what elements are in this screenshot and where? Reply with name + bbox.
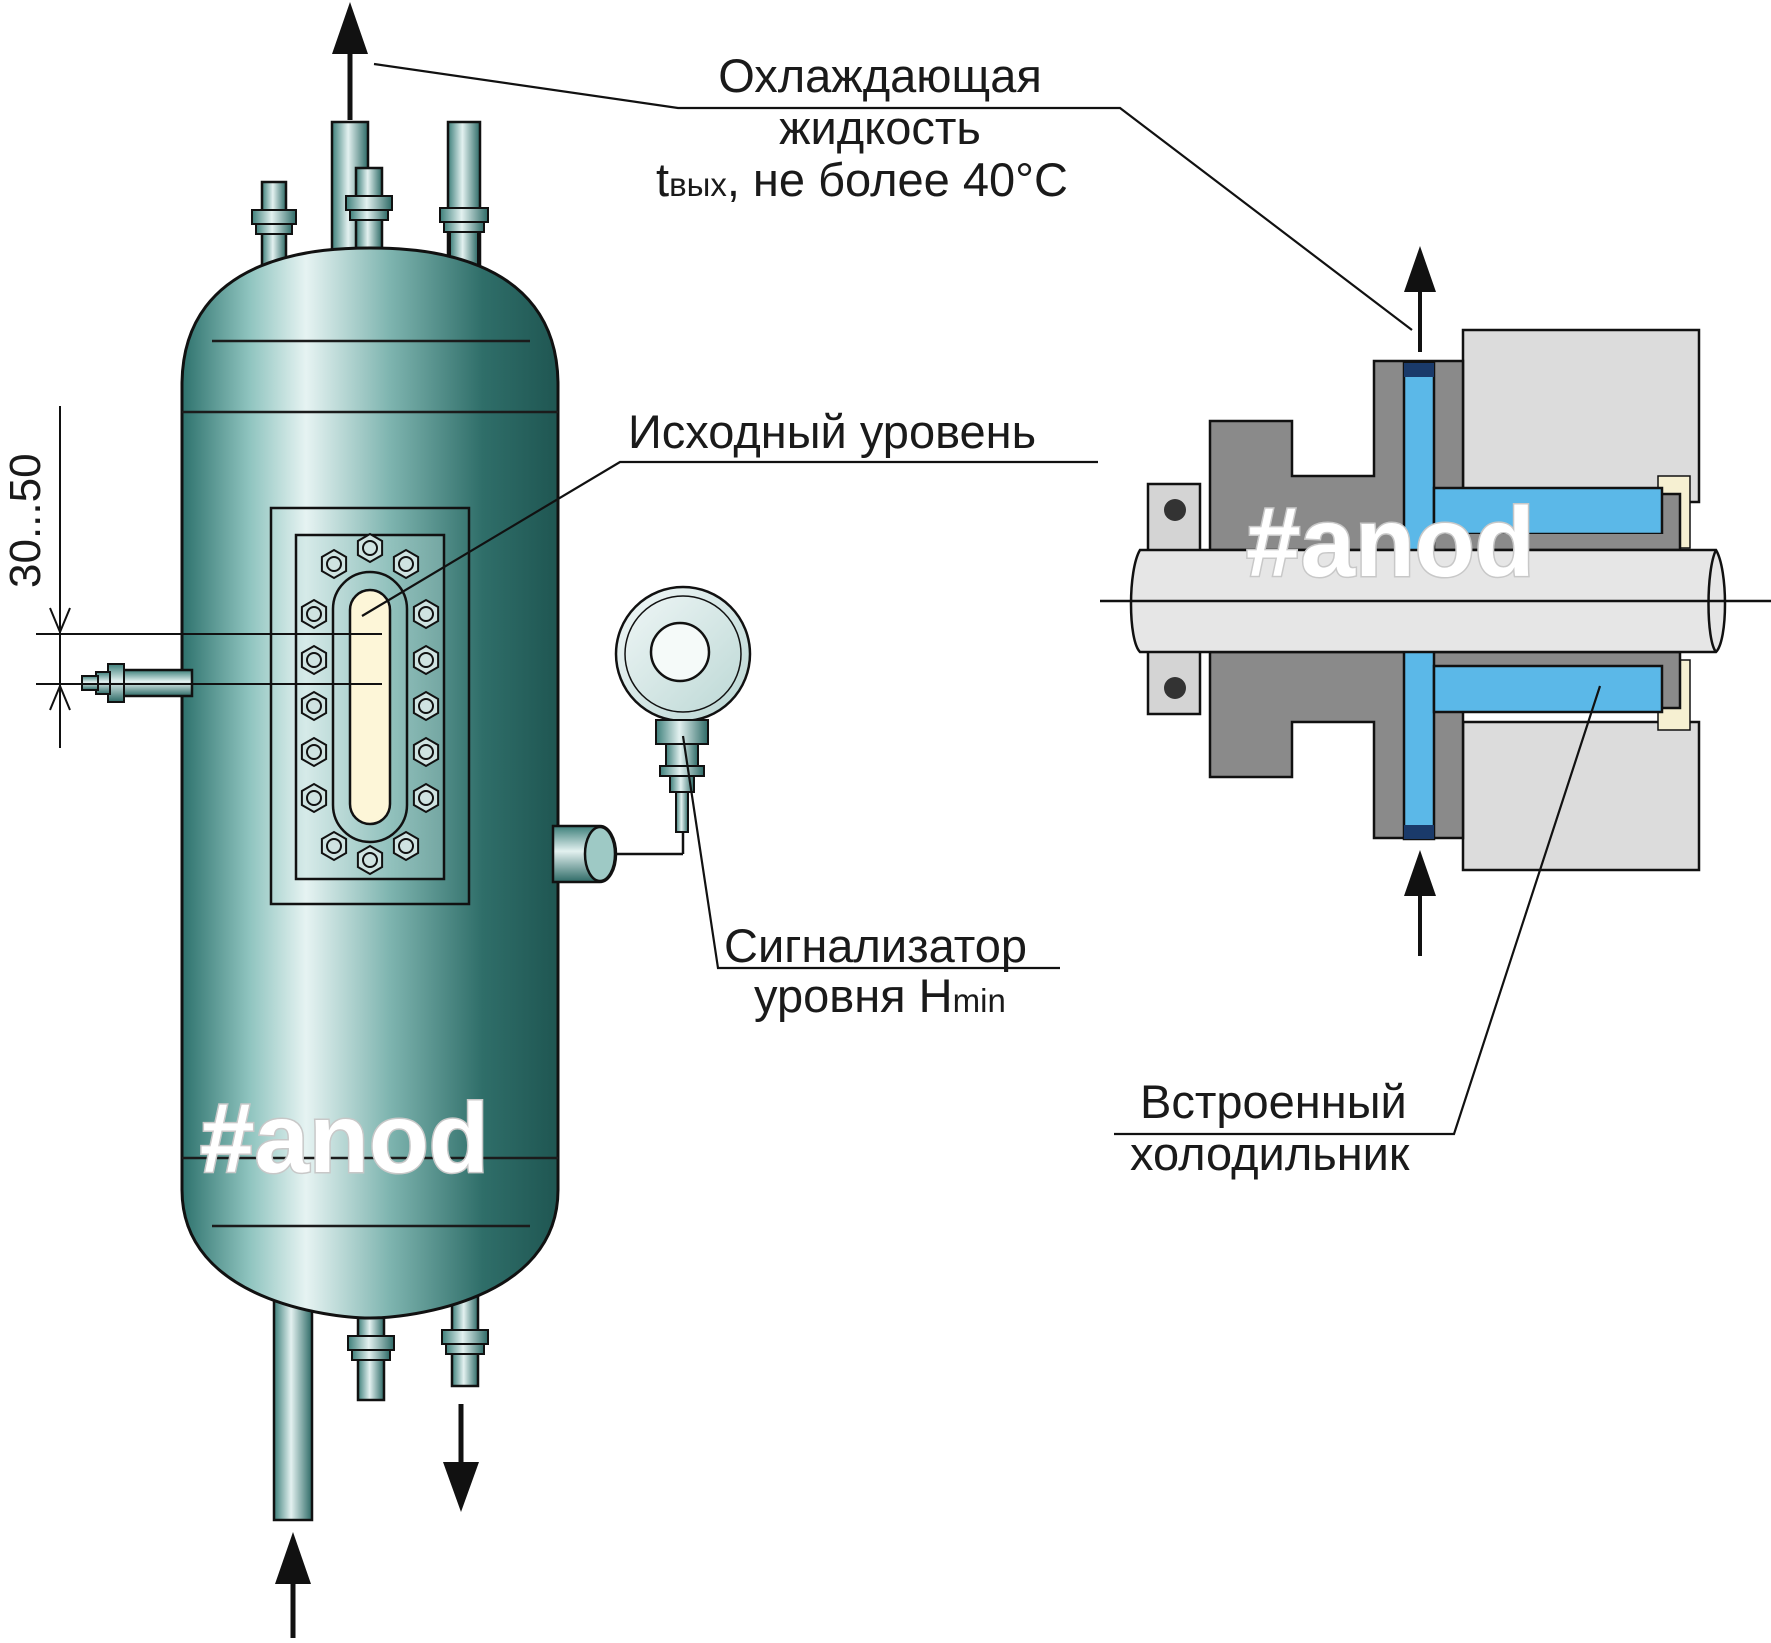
bolt-hole <box>398 838 414 854</box>
leader-lines <box>361 62 1602 1136</box>
bolt-hex <box>356 844 384 876</box>
bolt-hole <box>306 606 322 622</box>
signaler-sub: min <box>953 982 1006 1019</box>
tank-assembly: 30...50 <box>1 2 752 1638</box>
level-dimension: 30...50 <box>1 406 382 748</box>
coolant-rest: , не более 40°С <box>727 153 1068 206</box>
signaler-label-line1: Сигнализатор <box>724 919 1027 972</box>
bolt-hole <box>418 606 434 622</box>
coolant-t-sub: вых <box>669 166 727 203</box>
bolt-hole <box>362 540 378 556</box>
cooler-label-line1: Встроенный <box>1140 1075 1407 1128</box>
bolt-hex <box>412 644 440 676</box>
bolt-hex <box>300 736 328 768</box>
coolant-label-line3: tвых, не более 40°С <box>656 153 1068 206</box>
dimension-label: 30...50 <box>1 453 50 588</box>
bolt-hole <box>398 556 414 572</box>
right-nozzle <box>551 824 685 884</box>
bolt-hole <box>418 652 434 668</box>
bolt-hole <box>418 744 434 760</box>
bolt-hex <box>412 782 440 814</box>
bolt-hole <box>362 852 378 868</box>
watermark-right: #anod <box>1246 487 1535 597</box>
signaler-h: уровня H <box>754 969 953 1022</box>
bolt-hole <box>306 744 322 760</box>
bolt-hex <box>300 782 328 814</box>
bolt-hole <box>306 790 322 806</box>
bolt-hex <box>392 830 420 862</box>
coolant-label-line1: Охлаждающая <box>718 49 1042 102</box>
bolt-hex <box>392 548 420 580</box>
top-nozzles <box>251 120 489 280</box>
bolt-hole <box>418 698 434 714</box>
bolt-hex <box>300 644 328 676</box>
bolt-hex <box>320 548 348 580</box>
seal-section <box>1100 246 1771 956</box>
flange-bolts <box>300 532 440 876</box>
bolt-hole <box>418 790 434 806</box>
watermark-left: #anod <box>200 1083 489 1193</box>
flow-arrows-tank <box>275 2 479 1638</box>
signaler-label-line2: уровня Hmin <box>754 969 1006 1022</box>
bolt-hole <box>326 556 342 572</box>
bolt-hex <box>412 598 440 630</box>
bolt-hex <box>412 690 440 722</box>
flow-arrows-seal <box>1404 246 1436 956</box>
bolt-hex <box>300 598 328 630</box>
sight-glass <box>269 506 471 906</box>
cooler-label-line2: холодильник <box>1130 1127 1410 1180</box>
bolt-hole <box>306 652 322 668</box>
coolant-label-line2: жидкость <box>779 101 981 154</box>
labels: Охлаждающая жидкость tвых, не более 40°С… <box>628 49 1410 1180</box>
initial-level-label: Исходный уровень <box>628 405 1036 458</box>
bolt-hole <box>306 698 322 714</box>
bolt-hole <box>326 838 342 854</box>
coolant-t: t <box>656 153 669 206</box>
bolt-hex <box>356 532 384 564</box>
level-signaler <box>614 585 752 833</box>
bottom-nozzles <box>272 1292 489 1522</box>
bolt-hex <box>300 690 328 722</box>
bolt-hex <box>320 830 348 862</box>
shaft <box>1100 548 1771 654</box>
bolt-hex <box>412 736 440 768</box>
